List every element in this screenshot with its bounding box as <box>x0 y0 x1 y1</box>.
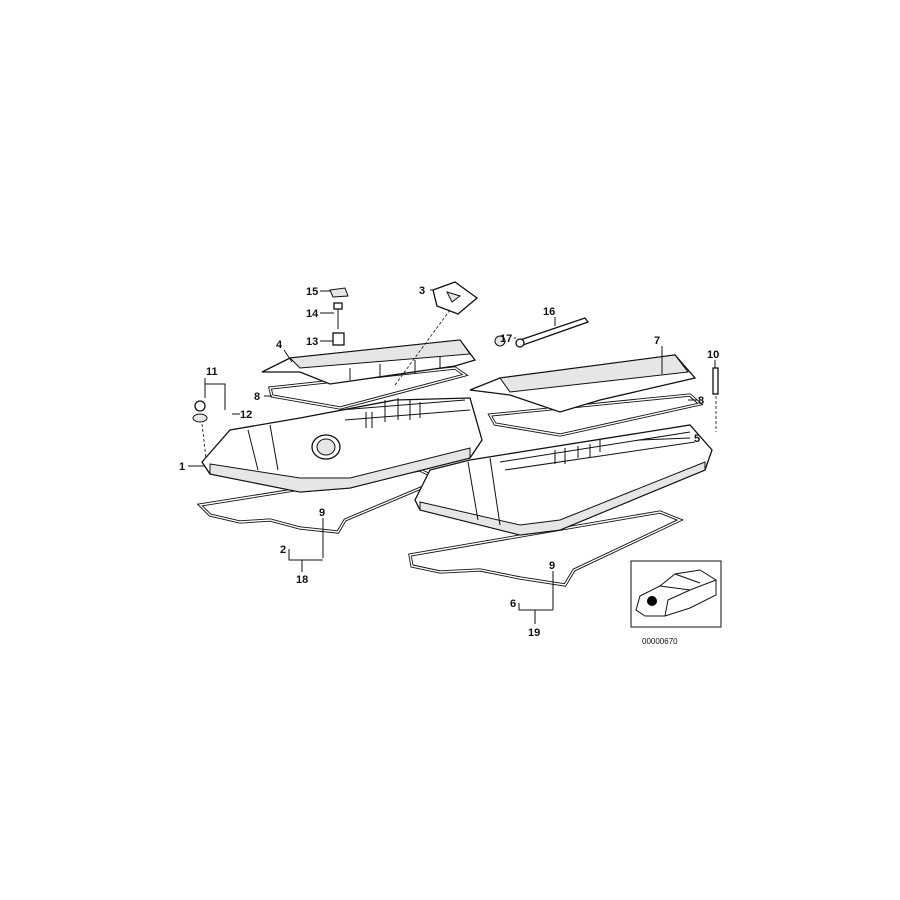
leader-lines <box>188 289 716 624</box>
gasket-right <box>408 510 685 587</box>
callout-8-right: 8 <box>698 395 704 407</box>
callout-19: 19 <box>528 627 540 639</box>
callout-2: 2 <box>280 544 286 556</box>
callout-5: 5 <box>694 433 700 445</box>
callout-8-left: 8 <box>254 391 260 403</box>
callout-18: 18 <box>296 574 308 586</box>
callout-16: 16 <box>543 306 555 318</box>
callout-10: 10 <box>707 349 719 361</box>
callout-3: 3 <box>419 285 425 297</box>
small-parts-right <box>494 317 719 432</box>
callout-14: 14 <box>306 308 319 320</box>
callout-11: 11 <box>206 366 218 378</box>
valve-cover-right <box>414 424 713 536</box>
callout-9-right: 9 <box>549 560 555 572</box>
small-parts-left <box>192 281 479 459</box>
trim-cover-right <box>469 354 697 413</box>
callout-6: 6 <box>510 598 516 610</box>
valve-cover-left <box>201 397 483 493</box>
callout-9-left: 9 <box>319 507 325 519</box>
callout-15: 15 <box>306 286 318 298</box>
car-location-icon <box>635 569 717 617</box>
gasket-upper-left <box>268 366 469 410</box>
diagram-code: 00000670 <box>642 637 678 646</box>
callout-1: 1 <box>179 461 185 473</box>
callout-4: 4 <box>276 339 283 351</box>
gasket-upper-right <box>487 393 704 437</box>
trim-cover-left <box>261 339 477 385</box>
callout-7: 7 <box>654 335 660 347</box>
callout-13: 13 <box>306 336 318 348</box>
callout-17: 17 <box>500 333 512 345</box>
callout-12: 12 <box>240 409 252 421</box>
location-inset: 00000670 <box>630 560 722 646</box>
callout-labels: 15 14 13 3 17 16 7 10 4 8 11 12 1 5 8 9 … <box>179 285 719 639</box>
